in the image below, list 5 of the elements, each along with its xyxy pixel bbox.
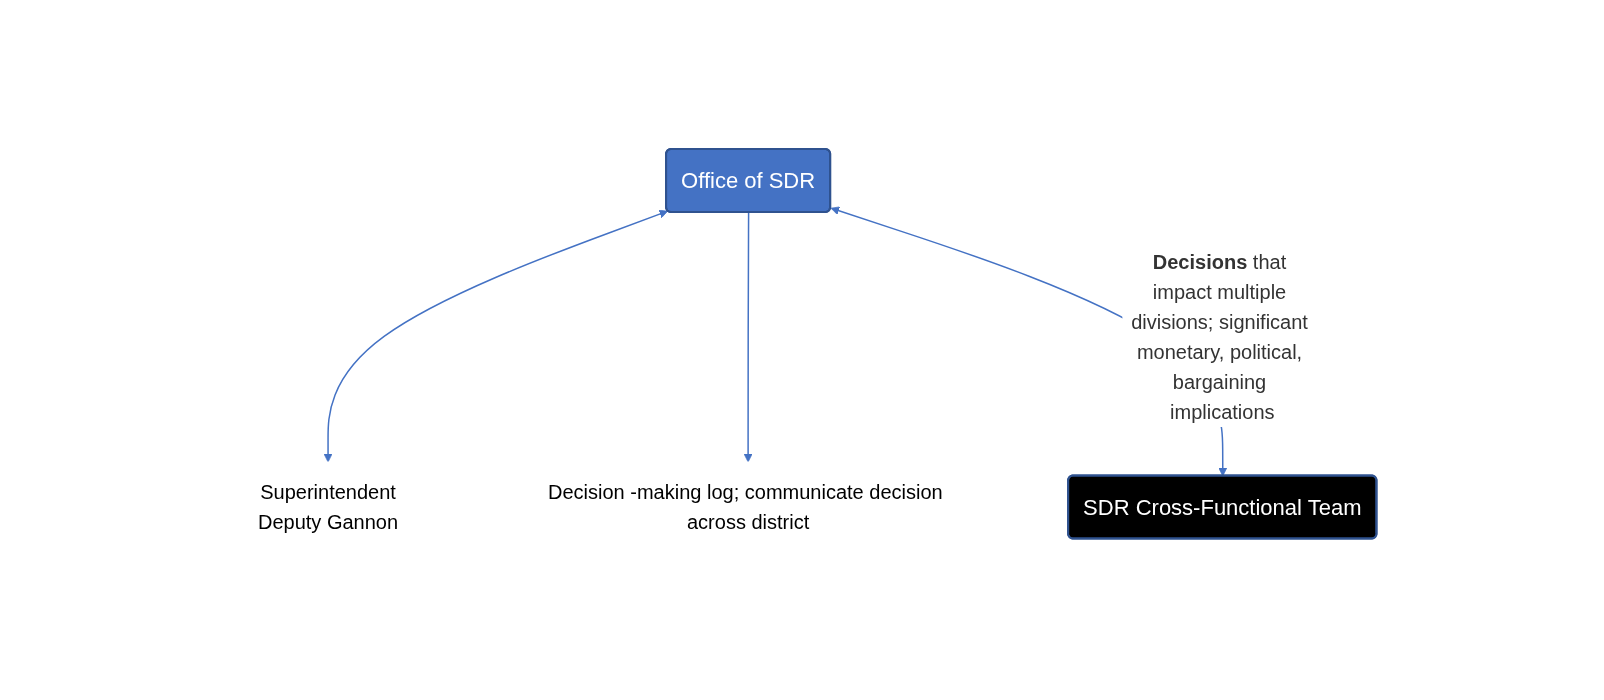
arrow <box>323 209 668 462</box>
edge-label: Decisions that impact multiple divisions; significant monetary, political, bargaining implications <box>1130 250 1308 423</box>
arrow <box>743 211 753 462</box>
node-text: Decision -making log; communicate decision across district <box>547 480 943 533</box>
node-text: Superintendent Deputy Gannon <box>257 480 398 533</box>
